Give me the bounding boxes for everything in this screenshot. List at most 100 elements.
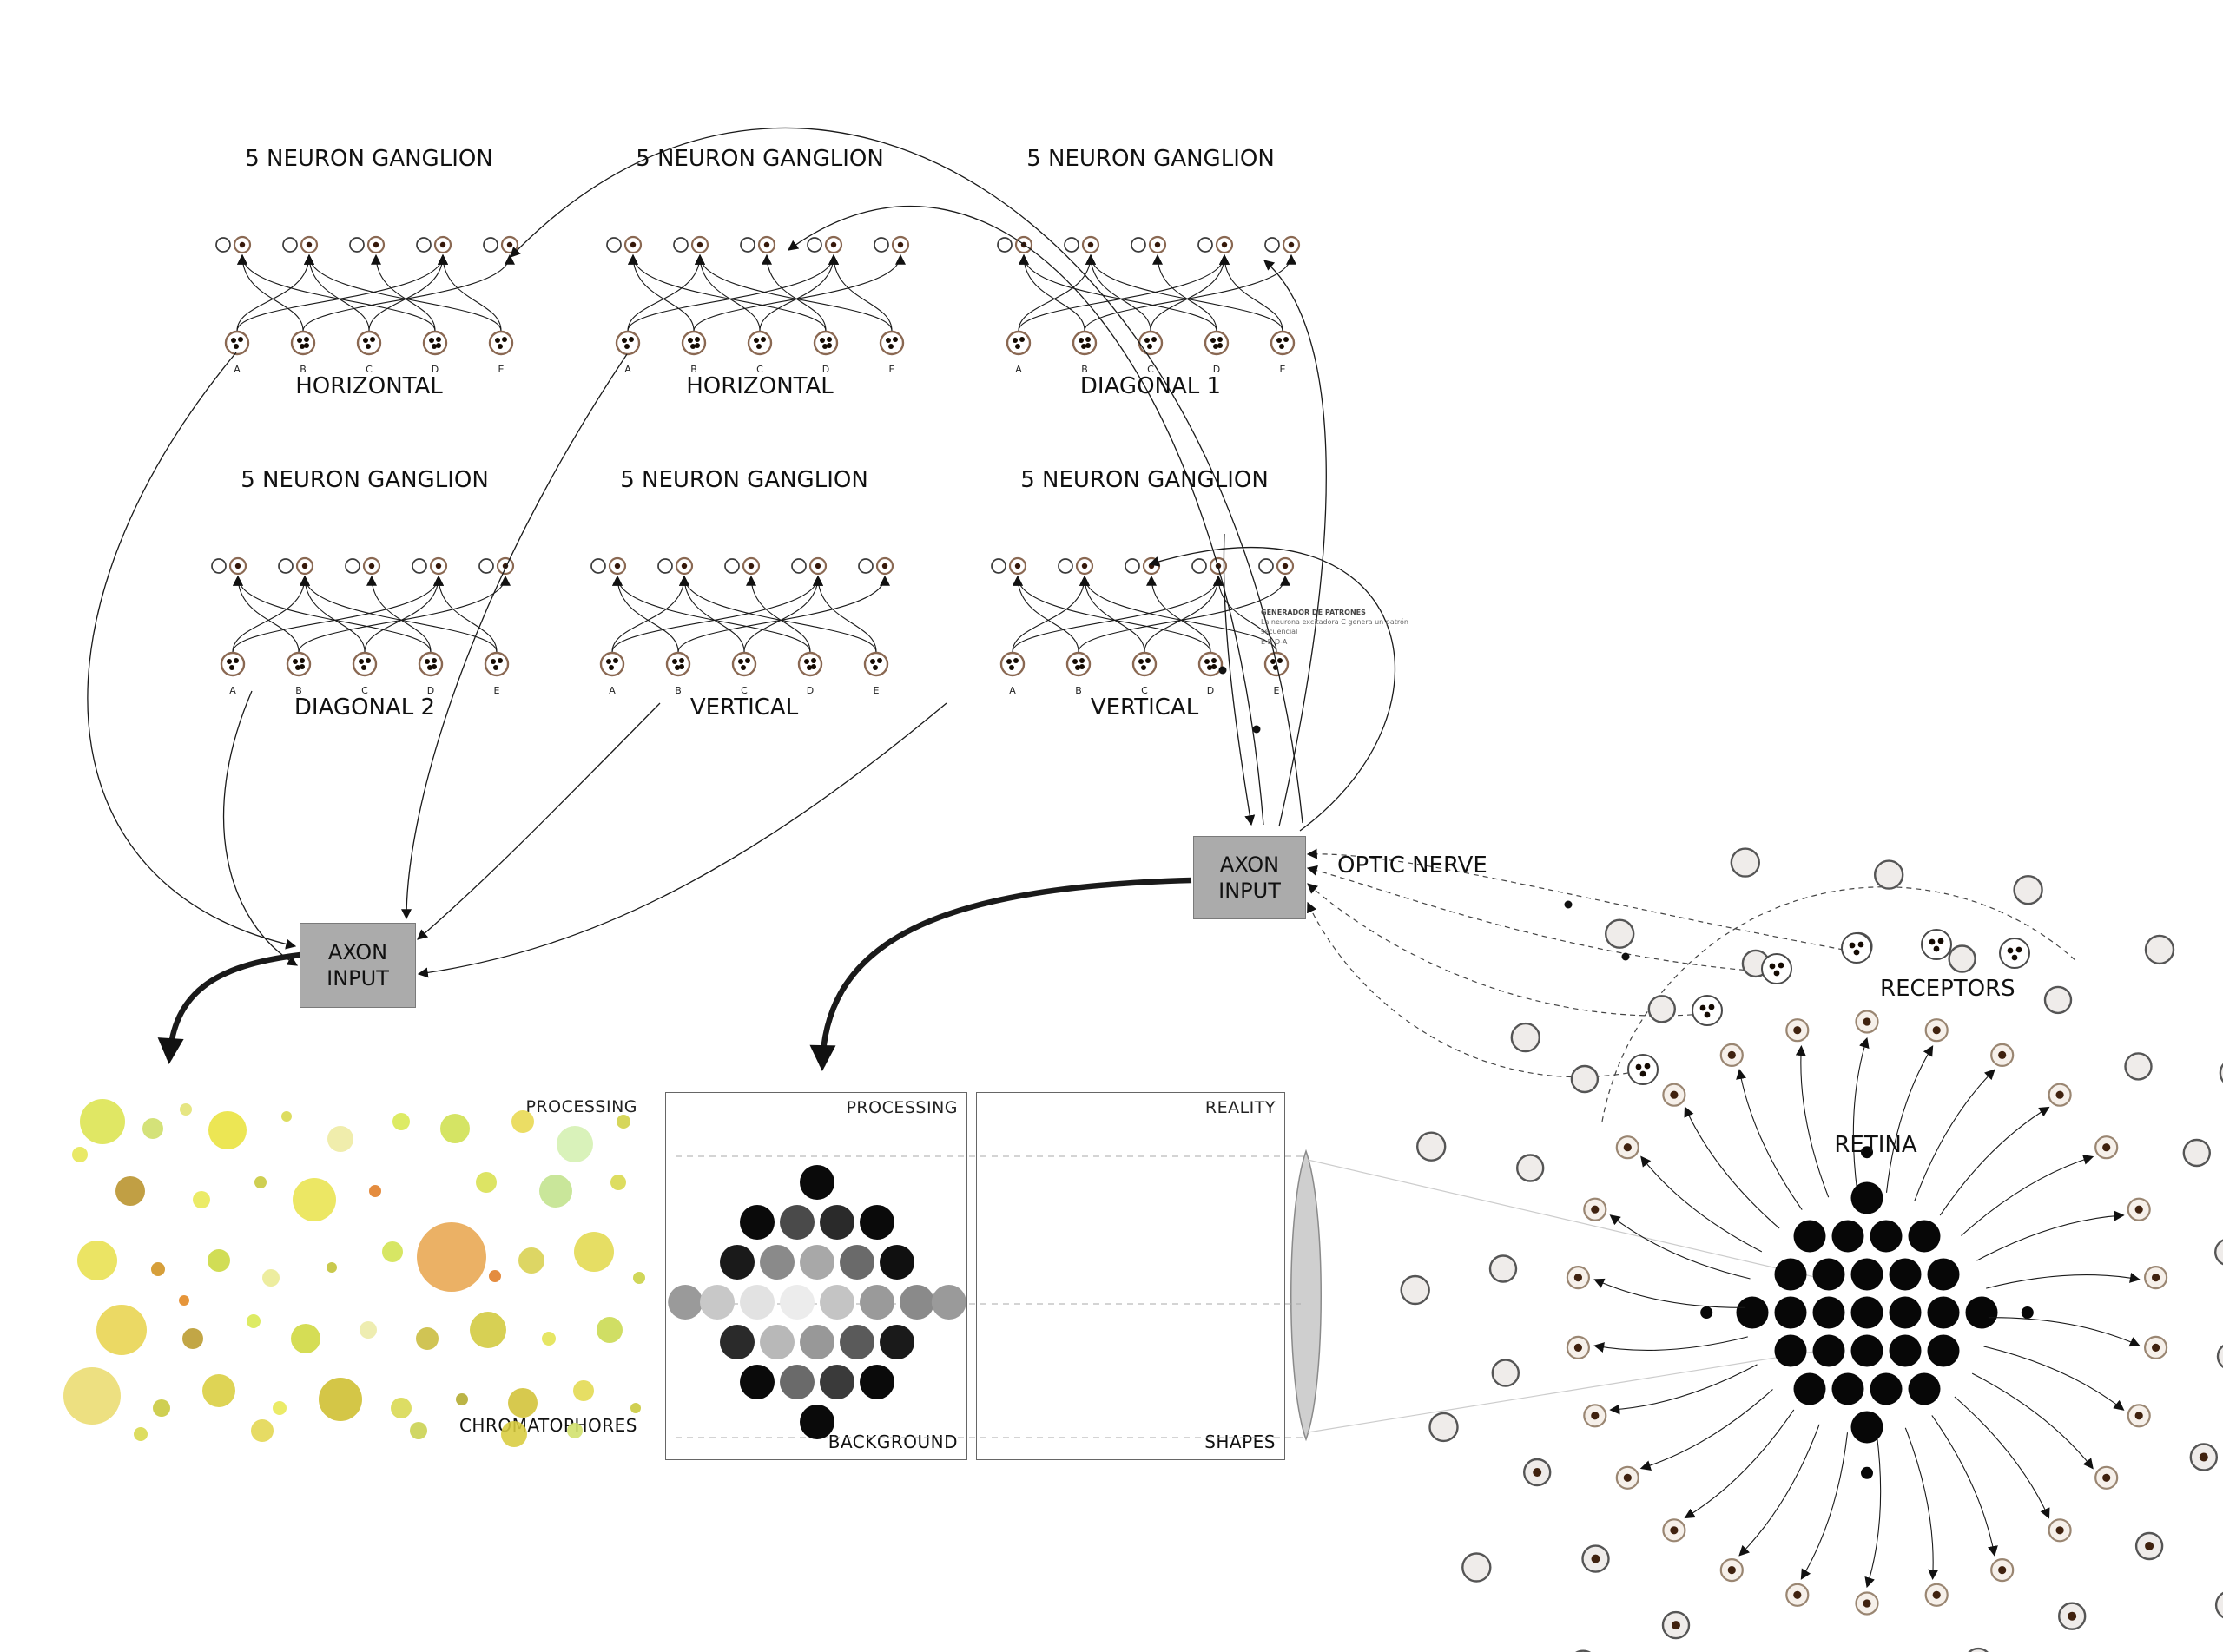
chromatophore-dot xyxy=(630,1403,641,1413)
ganglion-cell-dot xyxy=(1639,1070,1646,1077)
ganglion-title-4: 5 NEURON GANGLION xyxy=(241,467,489,493)
neuron-nucleus-dot xyxy=(300,664,305,669)
ganglion-connection xyxy=(237,253,304,332)
interneuron-plain xyxy=(1258,558,1274,574)
neuron-letter: E xyxy=(498,364,505,375)
processing-dot xyxy=(880,1325,914,1359)
interneuron-nucleus xyxy=(368,563,375,569)
ganglion-connection xyxy=(1013,575,1211,653)
receptor-spoke xyxy=(1914,1069,1995,1201)
processing-dot xyxy=(800,1245,834,1280)
junction-dot xyxy=(1252,725,1261,734)
ganglion-title-5: 5 NEURON GANGLION xyxy=(620,467,868,493)
chromatophore-dot xyxy=(153,1399,170,1417)
axon-curve xyxy=(1148,546,1396,832)
ganglion-connection xyxy=(828,253,893,332)
retina-dot xyxy=(1889,1258,1922,1291)
interneuron-nucleus xyxy=(763,241,770,248)
interneuron-plain xyxy=(606,237,622,253)
receptor-nucleus xyxy=(1670,1526,1679,1535)
chromatophore-dot xyxy=(72,1147,88,1162)
ganglion-neuron xyxy=(999,651,1026,677)
processing-dot xyxy=(780,1285,815,1320)
neuron-nucleus-dot xyxy=(624,344,630,349)
chromatophore-dot xyxy=(573,1380,594,1401)
processing-dot xyxy=(760,1245,795,1280)
ganglion-connection xyxy=(679,575,877,653)
neuron-letter: C xyxy=(756,364,763,375)
chromatophore-dot xyxy=(182,1328,203,1349)
fine-print-note: GENERADOR DE PATRONES La neurona excitad… xyxy=(1261,608,1443,647)
chromatophore-dot xyxy=(63,1367,121,1425)
axon-curve xyxy=(1263,260,1327,827)
processing-dot xyxy=(740,1365,775,1399)
neuron-nucleus-dot xyxy=(1015,344,1020,349)
processing-dot xyxy=(820,1285,854,1320)
neuron-nucleus-dot xyxy=(695,337,700,342)
neuron-nucleus-dot xyxy=(238,337,243,342)
ganglion-connection xyxy=(1013,575,1079,653)
retina-dot xyxy=(1927,1258,1960,1291)
chromatophore-dot xyxy=(501,1421,527,1447)
chromatophore-dot xyxy=(633,1272,645,1284)
chromatophore-dot xyxy=(597,1317,623,1343)
neuron-letter: E xyxy=(1274,685,1280,696)
neuron-nucleus-dot xyxy=(811,658,816,663)
retina-dot xyxy=(1850,1334,1883,1367)
ganglion-connection xyxy=(304,253,370,332)
ganglion-connection xyxy=(1012,575,1224,653)
processing-dot xyxy=(740,1205,775,1240)
ganglion-title-6: 5 NEURON GANGLION xyxy=(1020,467,1269,493)
reality-caption: SHAPES xyxy=(1204,1432,1276,1452)
axon-curve xyxy=(417,702,661,940)
neuron-letter: C xyxy=(1147,364,1154,375)
receptor-nucleus xyxy=(1591,1205,1600,1214)
ganglion-neuron xyxy=(1138,330,1164,356)
outer-cell xyxy=(2214,1239,2223,1266)
retina-dot xyxy=(1850,1258,1883,1291)
ganglion-neuron xyxy=(1270,330,1296,356)
ganglion-cell xyxy=(1627,1054,1659,1085)
chromatophores-corner-label: PROCESSING xyxy=(525,1097,637,1116)
chromatophores-caption: CHROMATOPHORES xyxy=(458,1415,637,1436)
neuron-nucleus-dot xyxy=(1211,664,1217,669)
outer-cell xyxy=(2124,1052,2153,1081)
neuron-letter: C xyxy=(361,685,368,696)
chromatophore-dot xyxy=(208,1111,247,1149)
interneuron-nucleus xyxy=(506,241,513,248)
retina-dot xyxy=(1850,1181,1883,1214)
interneuron-nucleus xyxy=(373,241,379,248)
ganglion-neuron xyxy=(1131,651,1158,677)
neuron-nucleus-dot xyxy=(672,659,677,664)
optic-nerve-fiber xyxy=(1307,901,1639,1078)
neuron-nucleus-dot xyxy=(690,344,696,349)
interneuron-plain xyxy=(1058,558,1073,574)
ganglion-name-diagonal-1: DIAGONAL 1 xyxy=(1079,373,1222,399)
receptor-nucleus xyxy=(1932,1590,1941,1599)
interneuron-plain xyxy=(483,237,498,253)
processing-dot xyxy=(720,1245,755,1280)
interneuron-nucleus xyxy=(696,241,703,248)
interneuron-nucleus xyxy=(1282,563,1289,569)
neuron-letter: B xyxy=(1075,685,1082,696)
chromatophore-dot xyxy=(392,1113,410,1130)
interneuron-plain xyxy=(791,558,807,574)
retina-dot xyxy=(1812,1258,1845,1291)
neuron-nucleus-dot xyxy=(1213,344,1218,349)
neuron-letter: B xyxy=(295,685,302,696)
ganglion-title-1: 5 NEURON GANGLION xyxy=(245,146,493,172)
ganglion-connection xyxy=(612,575,679,653)
outer-cell xyxy=(1968,1647,1989,1652)
chromatophore-dot xyxy=(440,1114,470,1143)
axon-curve xyxy=(222,690,299,966)
chromatophore-dot xyxy=(511,1110,534,1133)
neuron-letter: D xyxy=(822,364,829,375)
ganglion-neuron xyxy=(813,330,839,356)
ganglion-cell-dot xyxy=(1778,962,1784,969)
receptor-nucleus xyxy=(1727,1566,1736,1575)
chromatophore-dot xyxy=(273,1401,287,1415)
neuron-nucleus-dot xyxy=(1138,659,1144,664)
outermost-cell xyxy=(1873,859,1904,890)
